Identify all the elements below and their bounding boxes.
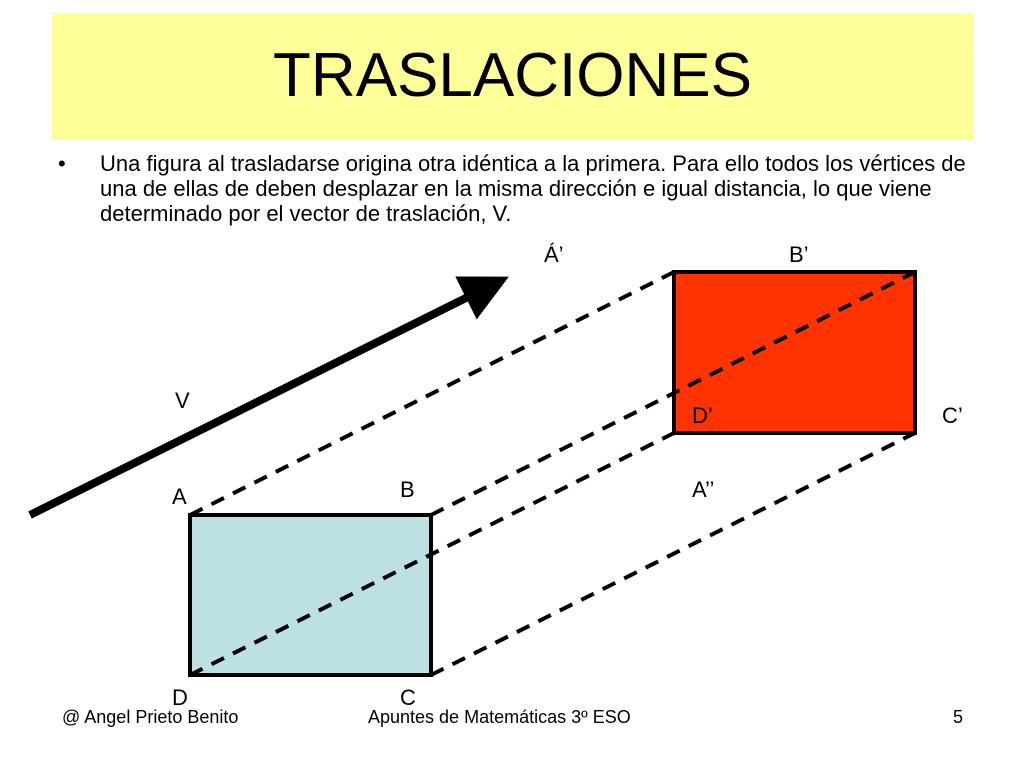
label-d-prime: D’ bbox=[692, 403, 713, 428]
label-b-prime: B’ bbox=[789, 242, 809, 267]
vector-v-arrow bbox=[28, 276, 509, 519]
translation-line-b bbox=[430, 270, 916, 517]
label-b: B bbox=[400, 477, 415, 502]
footer-course: Apuntes de Matemáticas 3º ESO bbox=[368, 707, 631, 727]
label-vector-v: V bbox=[175, 388, 190, 413]
label-c: C bbox=[400, 685, 416, 710]
label-d: D bbox=[172, 685, 188, 710]
translation-line-c bbox=[430, 431, 916, 677]
label-a-double-prime: A’’ bbox=[692, 477, 714, 502]
footer-page-number: 5 bbox=[953, 707, 964, 727]
translated-rectangle bbox=[672, 270, 917, 435]
label-a: A bbox=[172, 484, 187, 509]
label-c-prime: C’ bbox=[942, 403, 963, 428]
title-banner: TRASLACIONES bbox=[52, 13, 973, 140]
original-rectangle bbox=[188, 513, 433, 677]
translation-line-a bbox=[189, 270, 675, 517]
bullet-icon: • bbox=[58, 151, 66, 176]
translation-line-d bbox=[189, 431, 675, 677]
slide-title: TRASLACIONES bbox=[273, 41, 752, 110]
label-a-prime: Á’ bbox=[544, 242, 564, 267]
footer-author: @ Angel Prieto Benito bbox=[62, 707, 239, 727]
bullet-text: Una figura al trasladarse origina otra i… bbox=[100, 151, 966, 226]
